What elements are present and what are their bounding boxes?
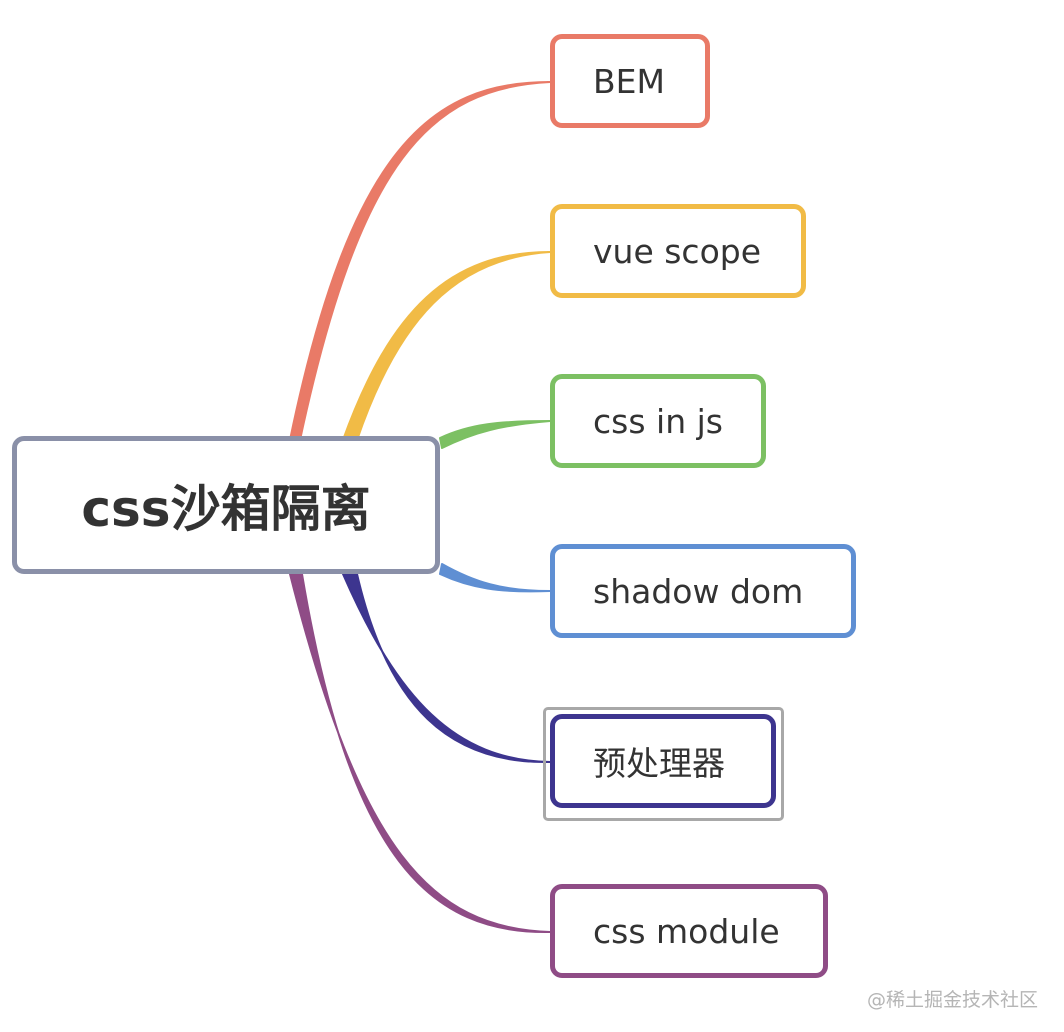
node-label: css module [593,911,780,951]
node-vue-scope[interactable]: vue scope [550,204,806,298]
selection-frame [543,707,784,821]
connector-preprocessor [342,573,551,764]
node-css-in-js[interactable]: css in js [550,374,766,468]
connector-css-in-js [439,420,551,449]
connector-vue-scope [342,251,551,441]
connector-css-module [289,573,551,934]
node-bem[interactable]: BEM [550,34,710,128]
root-node[interactable]: css沙箱隔离 [12,436,440,574]
watermark: @稀土掘金技术社区 [866,989,1038,1011]
node-shadow-dom[interactable]: shadow dom [550,544,856,638]
node-label: 预处理器 [593,744,725,783]
node-label: shadow dom [593,571,804,611]
node-label: BEM [593,61,665,101]
node-preprocessor[interactable]: 预处理器 [550,714,776,808]
connector-bem [289,81,551,441]
root-label: css沙箱隔离 [81,480,371,538]
node-css-module[interactable]: css module [550,884,828,978]
node-label: css in js [593,401,723,441]
node-label: vue scope [593,231,762,271]
connector-shadow-dom [439,563,551,593]
